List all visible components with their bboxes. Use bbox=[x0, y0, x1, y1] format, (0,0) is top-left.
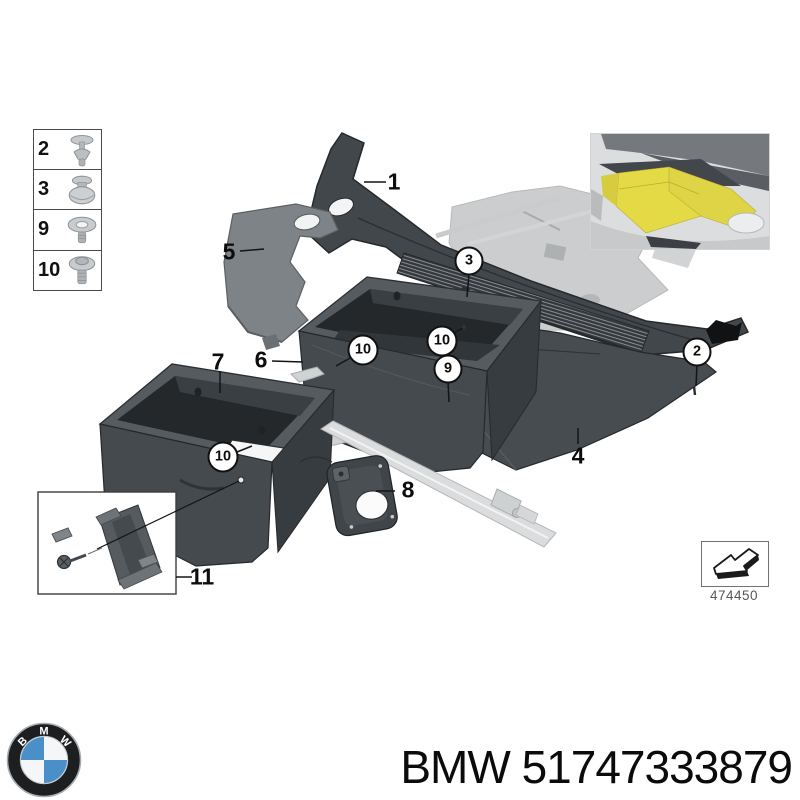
direction-reference-box bbox=[701, 541, 769, 587]
callout-6: 6 bbox=[254, 346, 268, 373]
callout-circled-10: 10 bbox=[426, 325, 458, 357]
headlight bbox=[727, 212, 765, 234]
wiper-arms-ghost bbox=[435, 195, 605, 246]
direction-arrow-icon bbox=[713, 548, 759, 579]
callout-leader-lines bbox=[96, 181, 698, 578]
exploded-parts-drawing bbox=[37, 132, 750, 595]
front-bumper bbox=[591, 221, 769, 249]
grille bbox=[646, 236, 701, 249]
washer-screw-icon bbox=[62, 213, 101, 247]
callout-11: 11 bbox=[189, 563, 215, 590]
part-number-title: BMW 51747333879 bbox=[400, 741, 793, 793]
expanding-rivet-icon bbox=[62, 132, 101, 168]
gasket-frame-part-8 bbox=[326, 455, 398, 537]
callout-5: 5 bbox=[222, 238, 236, 265]
grommet-nut-icon bbox=[62, 173, 101, 207]
callout-1: 1 bbox=[387, 168, 401, 195]
legend-row-3: 3 bbox=[34, 170, 101, 211]
callout-4: 4 bbox=[571, 442, 585, 469]
bracket-kit-box-part-11 bbox=[37, 491, 177, 595]
legend-row-9: 9 bbox=[34, 210, 101, 251]
callout-7: 7 bbox=[211, 348, 225, 375]
flange-bolt-icon bbox=[62, 252, 101, 288]
highlighted-cowl-part bbox=[601, 166, 757, 234]
callout-circled-10: 10 bbox=[347, 334, 379, 366]
bmw-logo: B M W bbox=[6, 722, 82, 798]
screw-dot bbox=[461, 324, 467, 330]
diagram-reference-code: 474450 bbox=[709, 588, 759, 603]
legend-row-10: 10 bbox=[34, 250, 101, 290]
callout-circled-2: 2 bbox=[682, 337, 712, 367]
legend-number: 10 bbox=[38, 258, 61, 281]
left-side-panel-part-5 bbox=[223, 203, 339, 350]
legend-number: 2 bbox=[38, 138, 50, 161]
svg-text:M: M bbox=[39, 726, 48, 738]
open-hood bbox=[601, 134, 769, 176]
callout-circled-3: 3 bbox=[454, 246, 484, 276]
part8-leader-curve bbox=[299, 456, 333, 463]
legend-number: 3 bbox=[38, 178, 50, 201]
car-location-inset bbox=[590, 133, 770, 250]
legend-row-2: 2 bbox=[34, 130, 101, 171]
callout-circled-9: 9 bbox=[433, 354, 463, 384]
wiper-linkage-rod bbox=[320, 420, 557, 548]
fastener-legend-table: 2 3 9 bbox=[33, 129, 102, 291]
callout-circled-10: 10 bbox=[207, 441, 239, 473]
callout-8: 8 bbox=[401, 476, 415, 503]
legend-number: 9 bbox=[38, 218, 50, 241]
